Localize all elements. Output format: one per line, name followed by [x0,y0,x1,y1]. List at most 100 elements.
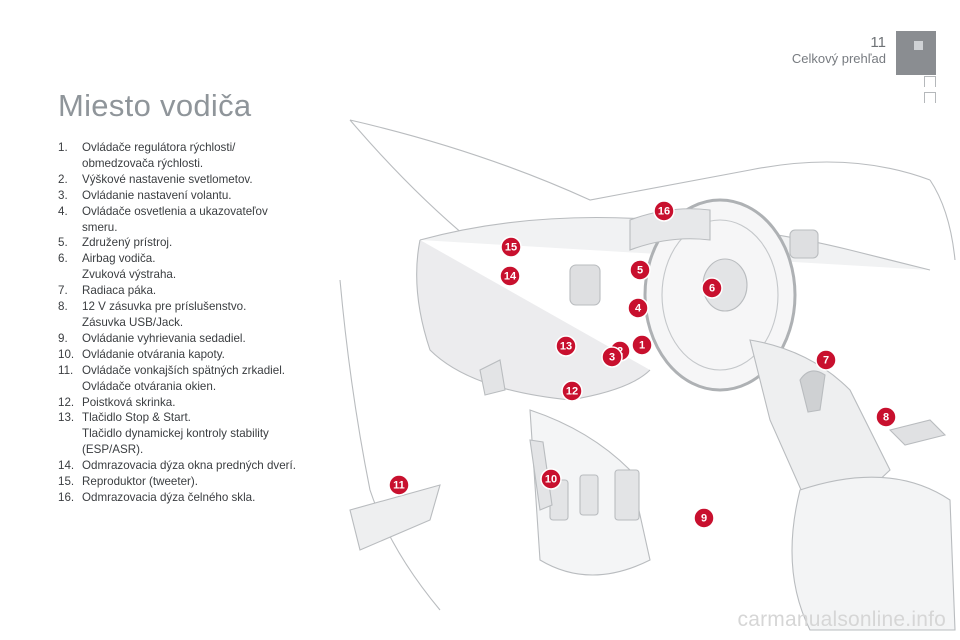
legend-item: 15. Reproduktor (tweeter). [58,474,328,490]
callout-10: 10 [540,468,562,490]
callout-label: 13 [560,341,572,353]
callout-label: 11 [393,480,405,492]
legend-item: 10. Ovládanie otvárania kapoty. [58,347,328,363]
legend-line: Združený prístroj. [82,236,173,250]
watermark: carmanualsonline.info [737,608,946,631]
callout-13: 13 [555,335,577,357]
legend-number: 9. [58,331,68,345]
legend-line: obmedzovača rýchlosti. [82,156,204,170]
callout-label: 6 [709,283,715,295]
legend-number: 2. [58,172,68,186]
callout-label: 10 [545,474,557,486]
legend-number: 6. [58,252,68,266]
legend-item: 6. Airbag vodiča.Zvuková výstraha. [58,251,328,283]
legend-text: Ovládače vonkajších spätných zrkadiel.Ov… [82,363,328,395]
legend-number: 8. [58,300,68,314]
callout-label: 14 [504,271,517,283]
callout-5: 5 [629,259,651,281]
callout-badge [499,265,521,287]
legend-text: Odmrazovacia dýza okna predných dverí. [82,458,328,474]
stop-start-button [479,359,506,396]
legend-line: Poistková skrinka. [82,395,176,409]
door-outline [339,279,441,611]
legend-line: Výškové nastavenie svetlometov. [82,172,253,186]
callout-15: 15 [500,236,522,258]
callout-6: 6 [701,277,723,299]
callout-12: 12 [561,380,583,402]
callout-badge [629,259,651,281]
legend-text: Odmrazovacia dýza čelného skla. [82,490,328,506]
callout-label: 16 [658,206,670,218]
legend-line: Ovládanie vyhrievania sedadiel. [82,331,246,345]
callout-badge [500,236,522,258]
legend-number: 11. [58,363,74,377]
gear-lever [799,370,826,413]
cockpit-illustration: 12345678910111213141516 [339,119,956,631]
legend-line: Odmrazovacia dýza čelného skla. [82,490,256,504]
hood-release [529,439,553,511]
legend-text: Združený prístroj. [82,235,328,251]
legend-line: (ESP/ASR). [82,443,144,457]
callout-badge [693,507,715,529]
callout-4: 4 [627,297,649,319]
legend-item: 13. Tlačidlo Stop & Start.Tlačidlo dynami… [58,410,328,458]
legend-item: 16. Odmrazovacia dýza čelného skla. [58,490,328,506]
legend-text: Airbag vodiča.Zvuková výstraha. [82,251,328,283]
legend-line: Ovládače otvárania okien. [82,379,217,393]
callout-label: 3 [609,352,615,364]
section-title: Celkový prehľad [791,51,886,66]
callout-label: 12 [566,386,578,398]
legend-text: Ovládanie otvárania kapoty. [82,347,328,363]
door-switch-panel [349,484,441,551]
callout-14: 14 [499,265,521,287]
callout-label: 7 [823,355,829,367]
callout-label: 9 [701,513,707,525]
callout-16: 16 [653,200,675,222]
legend-line: Radiaca páka. [82,284,157,298]
legend-line: Tlačidlo dynamickej kontroly stability [82,427,269,441]
legend-item: 14.Odmrazovacia dýza okna predných dverí… [58,458,328,474]
callout-badge [631,334,653,356]
legend-line: Zásuvka USB/Jack. [82,315,184,329]
legend-number: 10. [58,347,75,361]
callout-badge [653,200,675,222]
legend-line: Ovládače osvetlenia a ukazovateľov [82,204,268,218]
callout-1: 1 [631,334,653,356]
page-title: Miesto vodiča [58,88,252,123]
callout-9: 9 [693,507,715,529]
legend-text: Radiaca páka. [82,283,328,299]
chapter-tab [896,31,936,75]
callout-3: 3 [601,346,623,368]
legend-text: Výškové nastavenie svetlometov. [82,172,328,188]
windshield-line [349,119,931,201]
legend-text: Tlačidlo Stop & Start.Tlačidlo dynamicke… [82,410,328,458]
callout-badge [555,335,577,357]
legend-number: 13. [58,411,75,425]
legend-item: 8. 12 V zásuvka pre príslušenstvo.Zásuvka… [58,299,328,331]
legend-number: 15. [58,475,75,489]
legend-number: 5. [58,236,68,250]
legend-item: 11. Ovládače vonkajších spätných zrkadiel… [58,363,328,395]
callout-label: 4 [635,303,642,315]
callout-label: 1 [639,340,645,352]
legend-text: Reproduktor (tweeter). [82,474,328,490]
air-vent [569,264,601,306]
callout-8: 8 [875,406,897,428]
legend-list: 1.Ovládače regulátora rýchlosti/obmedzov… [58,140,328,506]
legend-item: 3.Ovládanie nastavení volantu. [58,188,328,204]
callout-7: 7 [815,349,837,371]
legend-item: 9. Ovládanie vyhrievania sedadiel. [58,331,328,347]
legend-number: 1. [58,141,68,154]
legend-line: Ovládanie nastavení volantu. [82,188,232,202]
callout-badge [627,297,649,319]
legend-text: 12 V zásuvka pre príslušenstvo.Zásuvka U… [82,299,328,331]
legend-line: Zvuková výstraha. [82,268,177,282]
legend-text: Poistková skrinka. [82,395,328,411]
legend-item: 12.Poistková skrinka. [58,395,328,411]
callout-label: 15 [505,242,517,254]
legend-line: Reproduktor (tweeter). [82,475,198,489]
tab-outline-icon [924,76,936,87]
legend-number: 16. [58,490,75,504]
